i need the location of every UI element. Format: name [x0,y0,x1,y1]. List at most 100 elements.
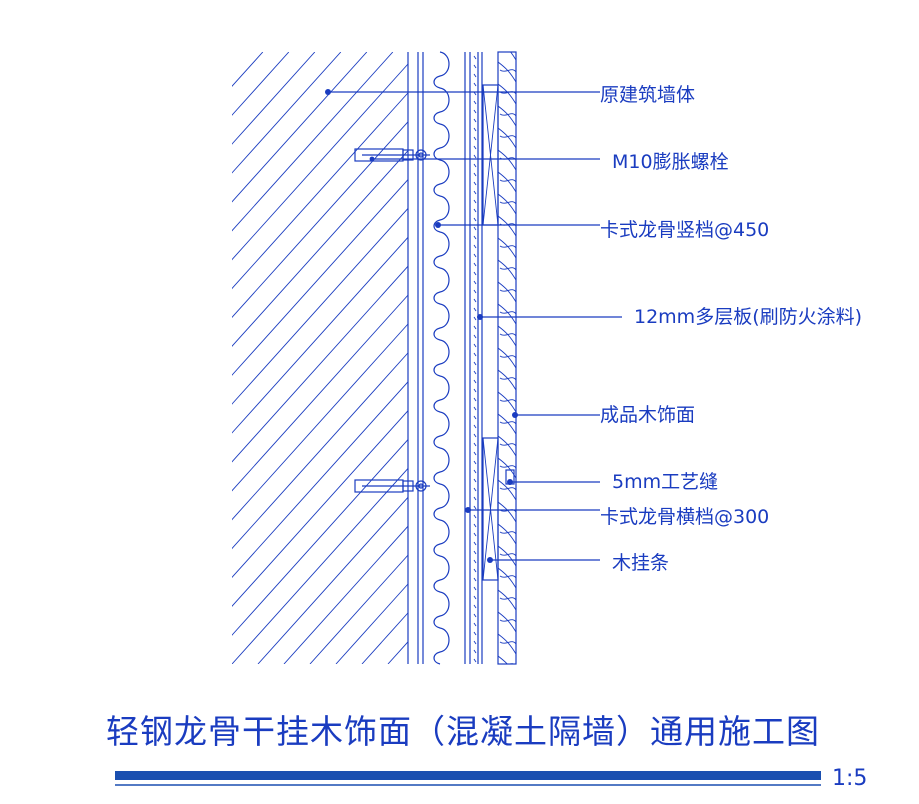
label-batten: 木挂条 [612,552,669,574]
plywood-layer [473,52,483,664]
plywood-grain [473,550,477,555]
hatch-line [232,52,316,145]
hatch-line [232,409,408,607]
plywood-grain [473,478,477,483]
plywood-grain [473,460,477,465]
label-horizontal-keel: 卡式龙骨横档@300 [600,506,769,528]
hatch-line [778,52,919,664]
plywood-grain [473,334,477,339]
hatch-line [232,63,408,261]
plywood-grain [473,604,477,609]
plywood-grain [473,280,477,285]
plywood-grain [473,127,477,132]
wood-grain-line [498,369,516,391]
wood-grain-line [498,391,516,413]
hatch-line [856,52,919,664]
wood-grain-line [498,611,516,633]
expansion-bolt-lower [354,479,430,493]
hatch-line [232,294,408,492]
hatch-line [232,178,408,376]
plywood-grain [473,55,477,60]
hatch-line [232,467,408,664]
hatch-line [726,52,919,664]
wood-grain-line [498,523,516,545]
plywood-grain [473,406,477,411]
hatch-line [232,323,408,521]
hatch-line [232,52,290,116]
wood-grain-line [498,678,516,698]
plywood-grain [473,514,477,519]
hatch-line [257,496,408,664]
plywood-grain [473,379,477,384]
plywood-grain [473,181,477,186]
label-bolt: M10膨胀螺栓 [612,151,729,173]
hatch-line [648,52,919,664]
plywood-grain [473,100,477,105]
hatch-line [466,52,919,664]
wood-grain-line [498,61,516,83]
plywood-grain [473,262,477,267]
plywood-grain [473,298,477,303]
wood-grain-line [498,105,516,127]
hatch-line [752,52,919,664]
hatch-line [309,554,408,664]
wood-grain-line [498,545,516,567]
wood-grain-line [498,413,516,435]
plywood-grain [473,496,477,501]
plywood-grain [473,226,477,231]
hatch-line [908,52,919,664]
hatch-line [674,52,919,664]
wood-grain-line [498,325,516,347]
wood-grain-line [498,347,516,369]
plywood-grain [473,505,477,510]
hatch-line [232,149,408,347]
plywood-grain [473,442,477,447]
hatch-line [232,52,394,232]
wood-grain-line [498,171,516,193]
wood-grain-line [498,149,516,171]
keel-profile [433,51,471,665]
plywood-grain [473,658,477,663]
plywood-grain [473,73,477,78]
plywood-grain [473,235,477,240]
plywood-grain [473,595,477,600]
leader-lines [325,89,622,563]
plywood-grain [473,415,477,420]
wood-grain-line [498,237,516,259]
hatch-line [544,52,919,664]
hatch-line [232,381,408,579]
plywood-grain [473,451,477,456]
plywood-grain [473,217,477,222]
plywood-grain [473,532,477,537]
plywood-grain [473,307,477,312]
plywood-grain [473,352,477,357]
label-plywood: 12mm多层板(刷防火涂料) [634,306,862,328]
plywood-grain [473,172,477,177]
plywood-grain [473,343,477,348]
plywood-grain [473,469,477,474]
wood-grain-line [498,589,516,611]
label-vertical-keel: 卡式龙骨竖档@450 [600,219,769,241]
plywood-grain [473,649,477,654]
plywood-grain [473,640,477,645]
plywood-grain [473,397,477,402]
plywood-grain [473,361,477,366]
hatch-line [232,52,368,203]
plywood-grain [473,64,477,69]
plywood-grain [473,568,477,573]
wood-grain-line [498,655,515,664]
label-wall: 原建筑墙体 [600,84,695,106]
plywood-grain [473,154,477,159]
hatch-line [440,52,919,664]
plywood-grain [473,109,477,114]
label-wood-finish: 成品木饰面 [600,404,695,426]
plywood-grain [473,613,477,618]
hatch-line [882,52,919,664]
plywood-grain [473,244,477,249]
plywood-grain [473,82,477,87]
wall-hatch [232,52,919,664]
hatch-line [232,52,342,174]
hatch-line [232,92,408,290]
hatch-line [232,236,408,434]
